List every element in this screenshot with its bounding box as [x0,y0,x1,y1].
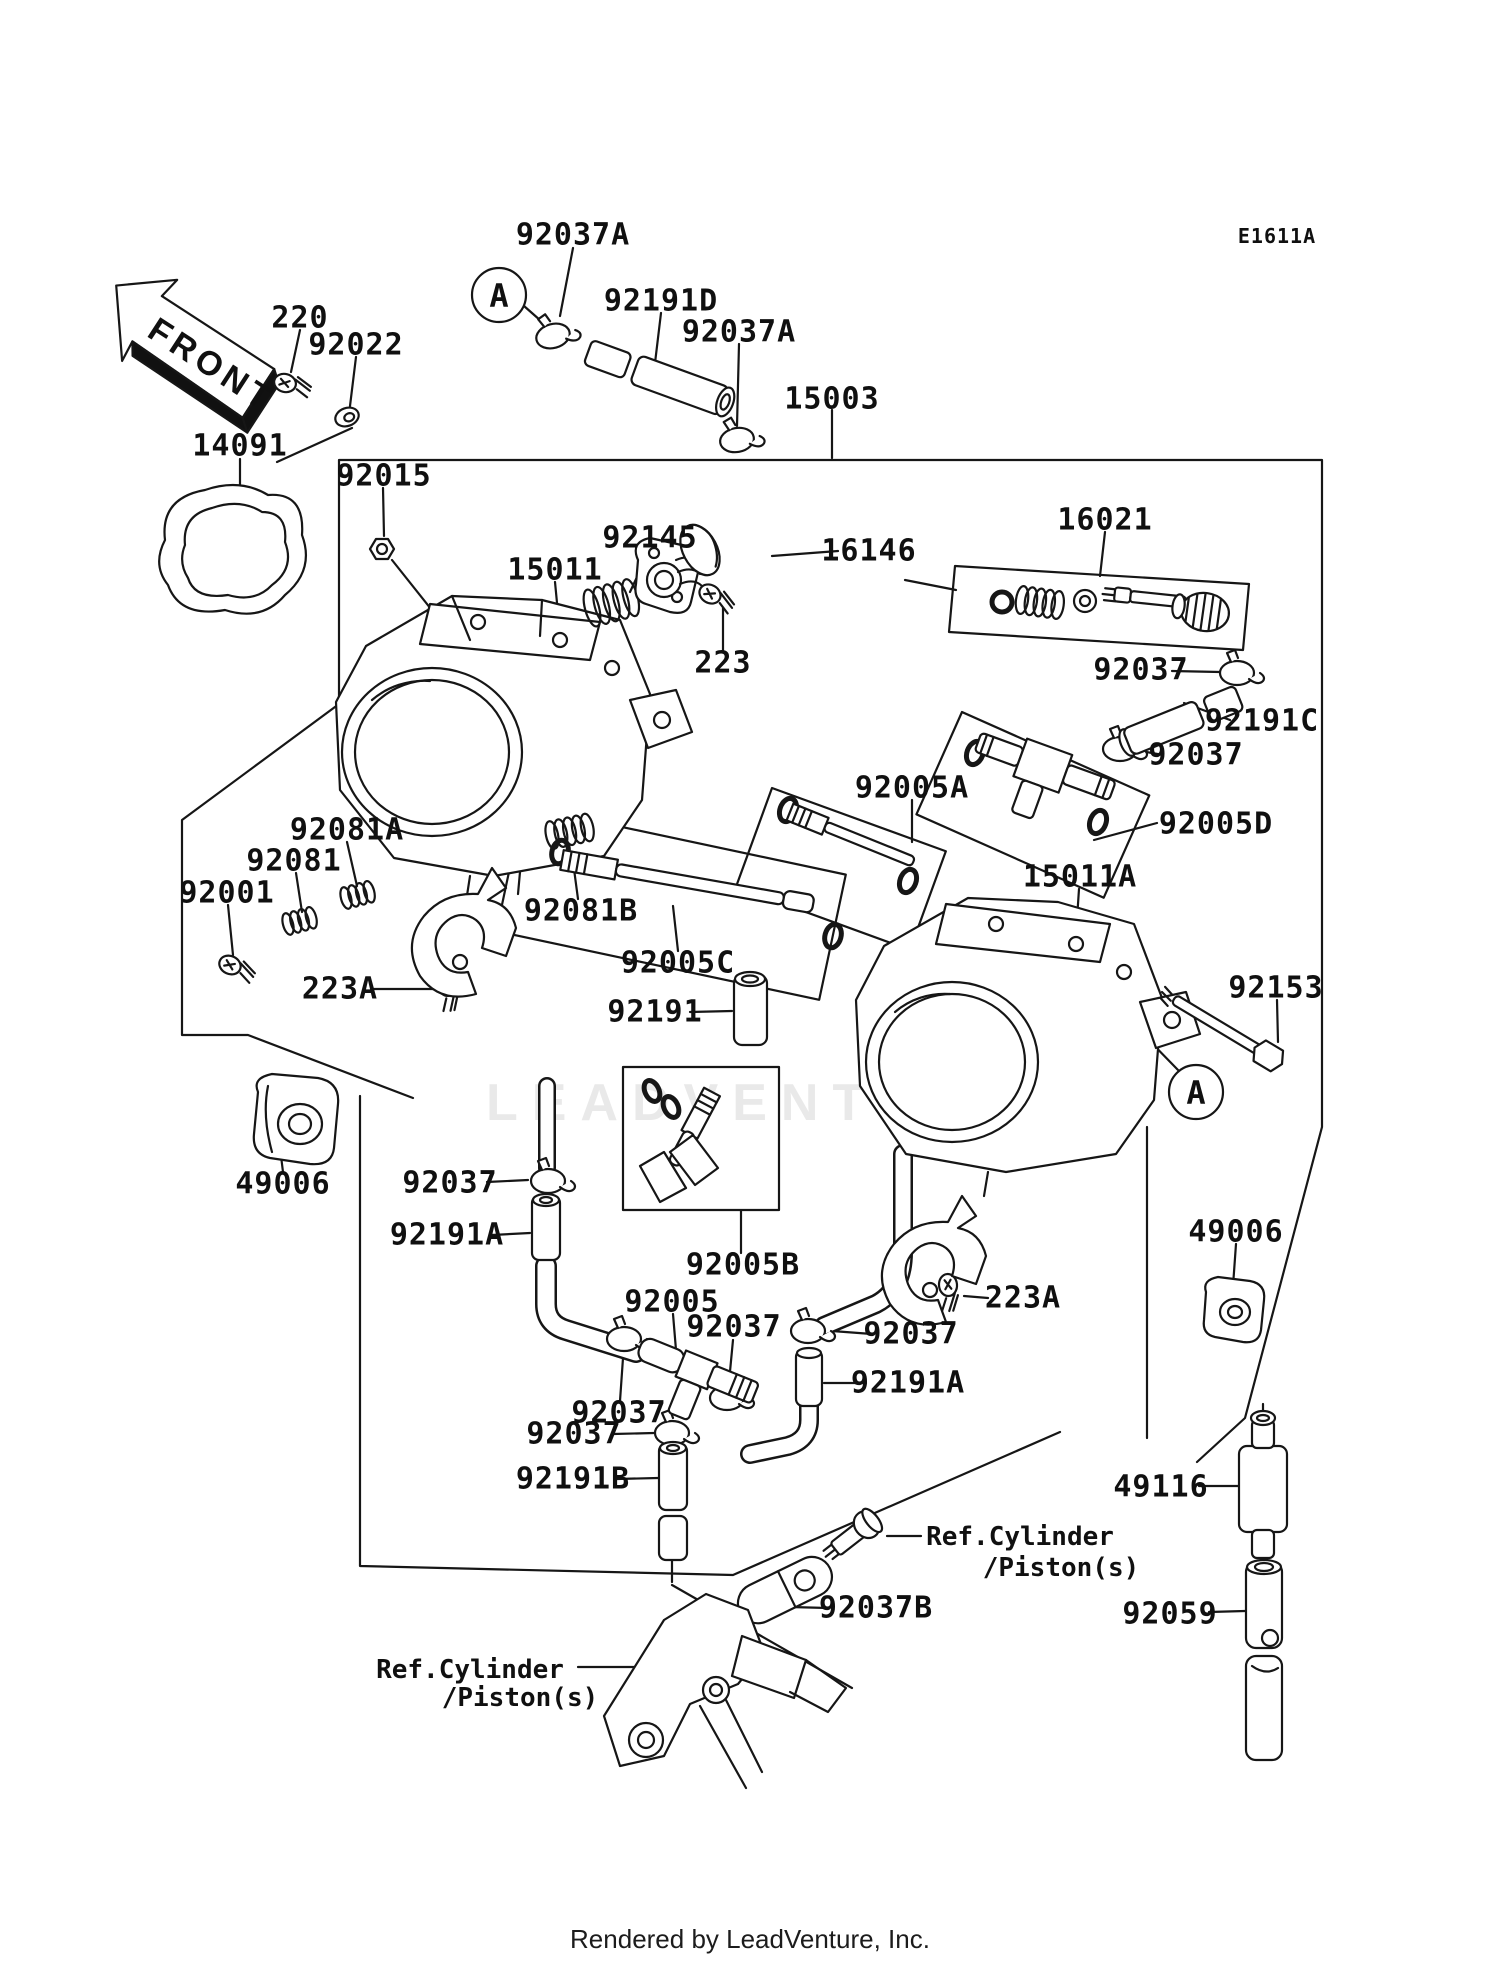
part-callout-92191: 92191 [607,994,703,1030]
part-callout-92005a: 92005A [854,770,970,806]
part-callout-223a-2: 223A [984,1280,1062,1316]
part-callout-92005b: 92005B [685,1247,801,1283]
bracket-sketches [410,866,988,1326]
part-callout-92022: 92022 [308,327,404,363]
view-marker-a-bottom: A [1167,1063,1225,1121]
part-callout-92037a-2: 92037A [681,314,797,350]
part-callout-92191b: 92191B [515,1461,631,1497]
hardware-sketches [215,370,1285,1313]
part-callout-92037-r2: 92037 [1148,737,1244,773]
part-callout-15011a: 15011A [1022,859,1138,895]
part-callout-92015: 92015 [336,458,432,494]
throttle-lever-ref-sketch [602,1592,848,1790]
part-callout-92037-m: 92037 [402,1165,498,1201]
cable-clamp-92037b-sketch [736,1507,884,1625]
tube-sketches [530,340,1244,1562]
part-callout-49116: 49116 [1113,1469,1209,1505]
diaphragm-16146-sketch [634,523,721,614]
ref-note-left-line2: /Piston(s) [441,1683,599,1713]
adjuster-16021-sketch [1072,586,1231,633]
part-callout-92037-b4: 92037 [526,1416,622,1452]
svg-text:A: A [1186,1074,1205,1112]
part-callout-49006-1: 49006 [235,1166,331,1202]
part-callout-92145: 92145 [602,520,698,556]
svg-text:A: A [489,277,508,315]
part-callout-92191d: 92191D [603,283,719,319]
part-callout-92153: 92153 [1228,970,1324,1006]
part-callout-92037b: 92037B [818,1590,934,1626]
part-callout-92059: 92059 [1122,1596,1218,1632]
part-callout-223a-1: 223A [301,971,379,1007]
part-callout-49006-2: 49006 [1188,1214,1284,1250]
part-callout-92037-r1: 92037 [1093,652,1189,688]
part-callout-92081b: 92081B [523,893,639,929]
boot-sketches [252,1072,1266,1344]
bolt-92153-sketch [1159,985,1285,1073]
part-callout-16021: 16021 [1057,502,1153,538]
part-callout-92191a-1: 92191A [389,1217,505,1253]
part-callout-92005: 92005 [624,1284,720,1320]
part-callout-15003: 15003 [784,381,880,417]
part-callout-92081: 92081 [246,843,342,879]
part-callout-92001: 92001 [179,875,275,911]
part-callout-220: 220 [271,300,329,336]
part-callout-92191a-2: 92191A [850,1365,966,1401]
part-callout-92005d: 92005D [1158,806,1274,842]
view-marker-a-top: A [470,266,528,324]
front-arrow: FRONT [115,278,281,434]
render-credit: Rendered by LeadVenture, Inc. [570,1924,930,1954]
spring-sketches [281,578,1066,936]
carburetor-body-1-sketch [334,594,694,904]
part-callout-15011: 15011 [507,552,603,588]
part-callout-92081a: 92081A [289,812,405,848]
part-callout-92037-b3: 92037 [571,1395,667,1431]
part-callout-92037-b1: 92037 [686,1309,782,1345]
part-callout-14091: 14091 [192,428,288,464]
part-callout-92191c: 92191C [1204,703,1320,739]
part-callout-223: 223 [694,645,752,681]
drawing-code: E1611A [1237,224,1317,248]
part-callout-16146: 16146 [821,533,917,569]
ref-note-right-line1: Ref.Cylinder [926,1522,1114,1552]
o-ring-sketches [549,589,1110,1120]
fuel-pipe-sketches [559,732,1116,1421]
ref-note-left-line1: Ref.Cylinder [376,1655,564,1685]
part-callout-92037a-1: 92037A [515,217,631,253]
ref-note-right-line2: /Piston(s) [982,1553,1140,1583]
part-callout-92005c: 92005C [620,945,736,981]
filter-and-tube-sketches [1237,1409,1289,1762]
cap-14091-sketch [158,483,307,615]
carburetor-body-2-sketch [854,896,1202,1198]
part-callout-92037-b2: 92037 [863,1316,959,1352]
